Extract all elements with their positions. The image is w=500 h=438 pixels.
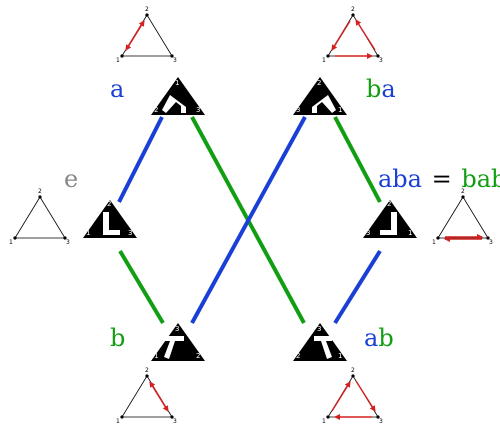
edge-ba-aba	[333, 116, 382, 203]
perm-a-label-3: 3	[173, 57, 177, 64]
label-ab: ab	[364, 324, 394, 352]
node-b-triangle: 3 1 2	[151, 323, 205, 361]
edge-e-b	[118, 249, 165, 325]
node-e-vertex-1: 1	[86, 229, 90, 237]
perm-e-label-1: 1	[9, 239, 13, 246]
node-ab-vertex-2: 2	[296, 352, 300, 360]
edge-ab-aba	[333, 249, 382, 325]
label-a: a	[110, 75, 124, 103]
perm-aba-label-1: 1	[432, 239, 436, 246]
perm-e-label-2: 2	[38, 188, 42, 195]
perm-ba-label-1: 1	[322, 57, 326, 64]
perm-ba-triangle: 2 1 3	[322, 6, 383, 64]
perm-ab-label-3: 3	[379, 418, 383, 425]
perm-a-label-2: 2	[145, 6, 149, 13]
perm-b-triangle: 2 1 3	[116, 367, 177, 425]
node-ba-triangle: 2 3 1	[293, 77, 347, 115]
node-b-vertex-3: 3	[175, 325, 179, 333]
label-equals: =	[432, 165, 452, 193]
node-aba-triangle: 2 3 1	[363, 200, 417, 238]
node-e-vertex-2: 2	[107, 200, 111, 208]
node-a-vertex-3: 3	[196, 106, 200, 114]
node-e-triangle: 1 2 3	[83, 200, 137, 238]
perm-e-label-3: 3	[66, 239, 70, 246]
label-e: e	[64, 165, 78, 193]
node-ba-vertex-3: 3	[296, 106, 300, 114]
node-ba-vertex-1: 1	[338, 106, 342, 114]
node-b-vertex-2: 2	[196, 352, 200, 360]
perm-ba-label-3: 3	[379, 57, 383, 64]
label-ba-a: a	[381, 75, 395, 103]
node-aba-vertex-2: 2	[387, 200, 391, 208]
node-a-vertex-1: 1	[175, 79, 179, 87]
node-aba-vertex-1: 1	[408, 229, 412, 237]
label-ba-b: b	[366, 75, 381, 103]
edge-e-a	[117, 116, 164, 203]
perm-aba-triangle: 2 1 3	[432, 188, 493, 246]
label-aba: aba	[378, 165, 422, 193]
node-ab-triangle: 3 2 1	[293, 323, 347, 361]
node-ab-vertex-3: 3	[317, 325, 321, 333]
node-e-vertex-3: 3	[128, 229, 132, 237]
perm-b-label-3: 3	[173, 418, 177, 425]
node-aba-vertex-3: 3	[366, 229, 370, 237]
edge-b-ba	[190, 116, 307, 324]
perm-b-label-1: 1	[116, 418, 120, 425]
label-aba-bab: aba = bab	[378, 165, 500, 193]
perm-ab-triangle: 2 1 3	[322, 367, 383, 425]
perm-b-label-2: 2	[145, 367, 149, 374]
perm-ba-label-2: 2	[351, 6, 355, 13]
node-a-triangle: 1 2 3	[151, 77, 205, 115]
label-bab: bab	[461, 165, 500, 193]
label-ab-b: b	[378, 324, 393, 352]
label-ab-a: a	[364, 324, 378, 352]
label-b: b	[110, 324, 125, 352]
perm-aba-label-3: 3	[489, 239, 493, 246]
label-ba: ba	[366, 75, 396, 103]
node-a-vertex-2: 2	[154, 106, 158, 114]
node-b-vertex-1: 1	[154, 352, 158, 360]
graph-edges	[117, 116, 382, 325]
perm-a-label-1: 1	[116, 57, 120, 64]
perm-aba-label-2: 2	[461, 188, 465, 195]
perm-ab-label-2: 2	[351, 367, 355, 374]
node-ab-vertex-1: 1	[338, 352, 342, 360]
perm-e-triangle: 2 1 3	[9, 188, 70, 246]
node-ba-vertex-2: 2	[317, 79, 321, 87]
perm-a-triangle: 2 1 3	[116, 6, 177, 64]
perm-ab-label-1: 1	[322, 418, 326, 425]
